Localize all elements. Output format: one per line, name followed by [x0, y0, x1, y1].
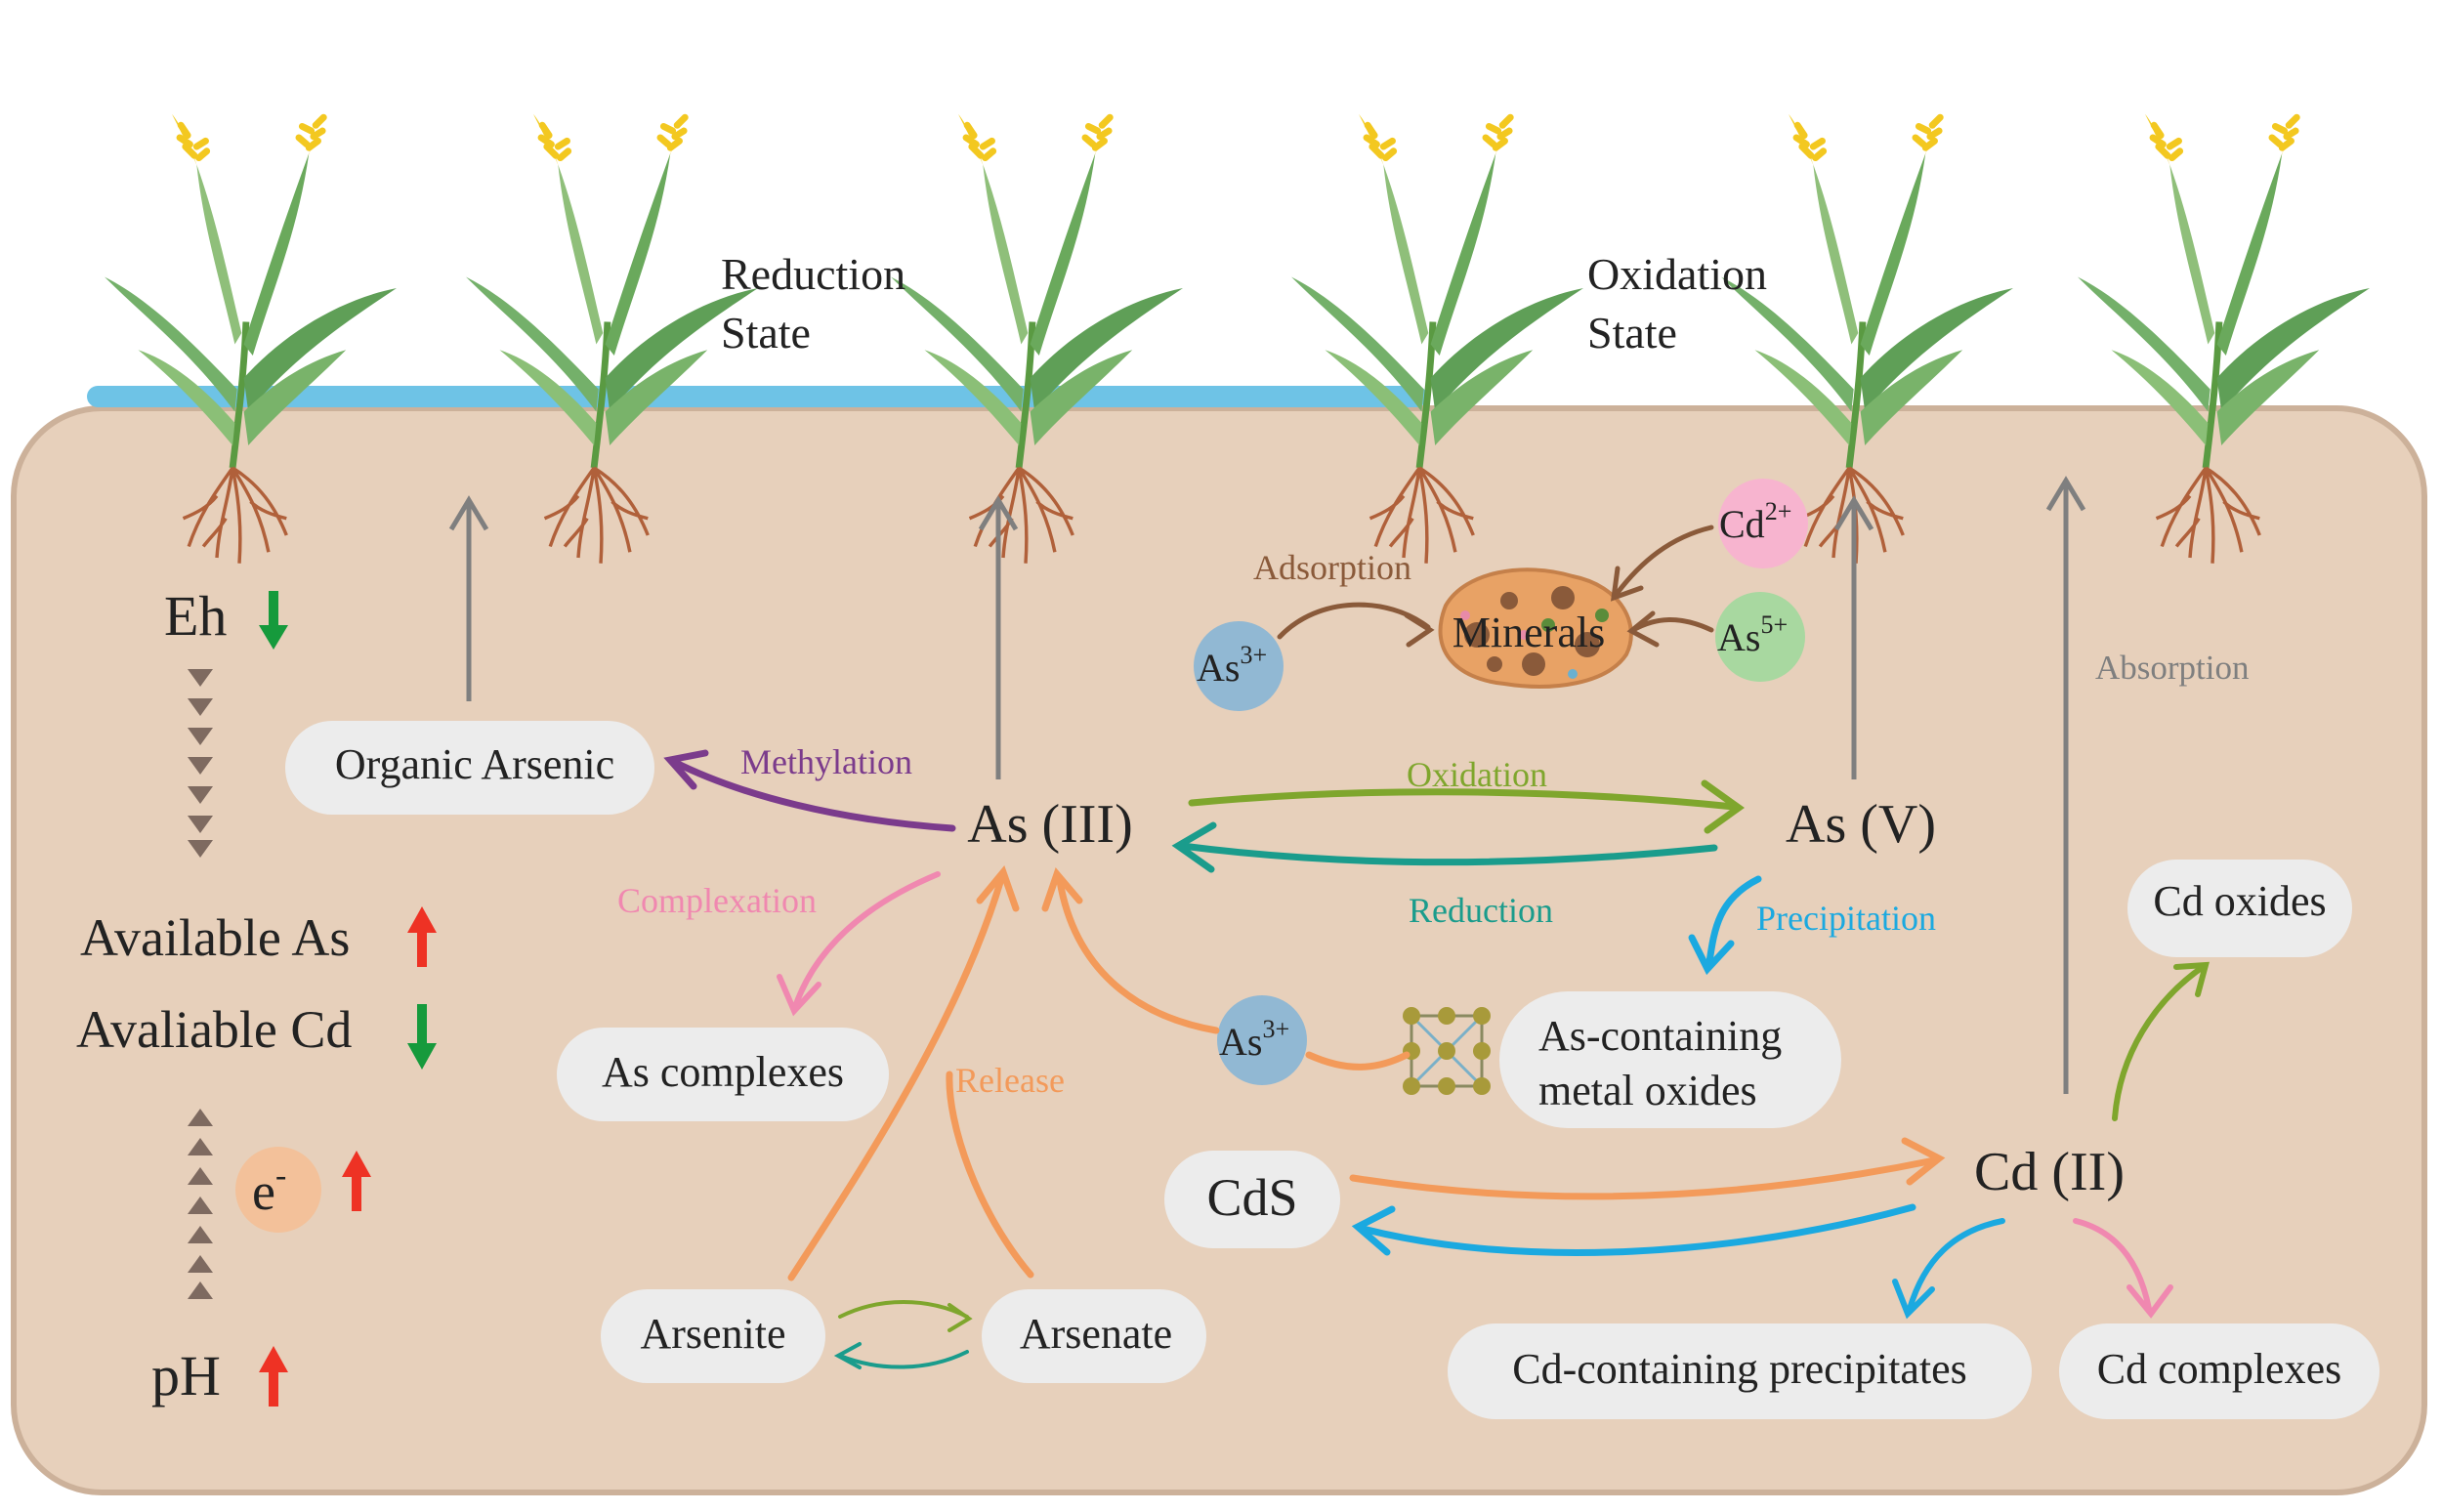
eh-label: Eh: [164, 584, 227, 648]
electron-up-arrow: [342, 1151, 371, 1211]
complexation-label: Complexation: [617, 881, 817, 920]
cd-oxides-pill: [2127, 860, 2352, 957]
cd-to-complexes-arrow: [2073, 1218, 2173, 1319]
cds-pill: [1164, 1151, 1340, 1248]
as-metal-oxides-pill: [1499, 991, 1841, 1128]
complexation-arrow: [777, 871, 941, 1017]
as-v-label: As (V): [1786, 794, 1936, 855]
arsenite-label: Arsenite: [640, 1310, 785, 1358]
as-complexes-pill: [557, 1028, 889, 1121]
cds-label: CdS: [1206, 1168, 1297, 1227]
as3-ion-upper: [1194, 621, 1284, 711]
organic-arsenic-pill: [285, 721, 654, 815]
soil-layer: [11, 405, 2427, 1495]
precipitation-arrow: [1688, 875, 1762, 976]
cd2-ion-label: Cd2+: [1719, 497, 1791, 546]
cd-oxides-label: Cd oxides: [2153, 877, 2326, 925]
cd2-ion: [1718, 479, 1808, 568]
as3-ion-lower-label: As3+: [1219, 1015, 1289, 1064]
electron-label: e-: [252, 1157, 286, 1221]
organic-arsenic-label: Organic Arsenic: [335, 740, 614, 788]
crystal-icon: [1403, 1007, 1491, 1095]
minerals-blob: [1438, 567, 1633, 689]
cd-to-cds-arrow: [1351, 1203, 1916, 1256]
oxidation-arrow: [1188, 779, 1746, 834]
available-as-up-arrow: [407, 906, 437, 967]
minerals-label: Minerals: [1453, 609, 1605, 656]
arsenite-arsenate-exchange: [833, 1300, 973, 1369]
precipitation-label: Precipitation: [1756, 899, 1936, 938]
available-cd-label: Avaliable Cd: [76, 1000, 352, 1059]
release-label: Release: [955, 1061, 1065, 1100]
oxidation-label: Oxidation: [1407, 755, 1547, 794]
cd-precipitates-pill: [1448, 1323, 2032, 1419]
cd-to-oxides-arrow: [2112, 961, 2210, 1121]
electron-icon: [235, 1147, 321, 1233]
cd-ii-label: Cd (II): [1974, 1142, 2125, 1202]
cds-to-cd-arrow: [1349, 1137, 1946, 1200]
adsorption-label: Adsorption: [1253, 548, 1411, 587]
cd-to-precipitates-arrow: [1892, 1218, 2005, 1320]
reduction-label: Reduction: [1409, 891, 1553, 930]
as3-ion-upper-label: As3+: [1197, 641, 1267, 690]
as3-ion-lower: [1217, 995, 1307, 1085]
arsenite-pill: [601, 1289, 825, 1383]
ph-label: pH: [151, 1344, 221, 1407]
available-cd-down-arrow: [407, 1004, 437, 1070]
as5-ion: [1715, 592, 1805, 682]
absorption-label: Absorption: [2095, 649, 2250, 687]
uptake-arrows: [448, 476, 2086, 1094]
adsorption-arrows: [1277, 525, 1714, 648]
methylation-label: Methylation: [740, 742, 912, 781]
as-complexes-label: As complexes: [602, 1048, 844, 1096]
reduction-arrow: [1171, 821, 1718, 873]
cd-complexes-pill: [2059, 1323, 2379, 1419]
available-as-label: Available As: [80, 908, 350, 967]
arsenate-label: Arsenate: [1020, 1310, 1172, 1358]
cd-complexes-label: Cd complexes: [2097, 1345, 2342, 1393]
arsenate-pill: [982, 1289, 1206, 1383]
eh-down-arrow: [259, 591, 288, 650]
as5-ion-label: As5+: [1717, 610, 1788, 659]
as-iii-label: As (III): [967, 794, 1132, 855]
ph-up-arrow: [259, 1346, 288, 1407]
release-arrows: [787, 864, 1410, 1281]
methylation-arrow: [663, 749, 956, 832]
cd-precipitates-label: Cd-containing precipitates: [1512, 1345, 1967, 1393]
